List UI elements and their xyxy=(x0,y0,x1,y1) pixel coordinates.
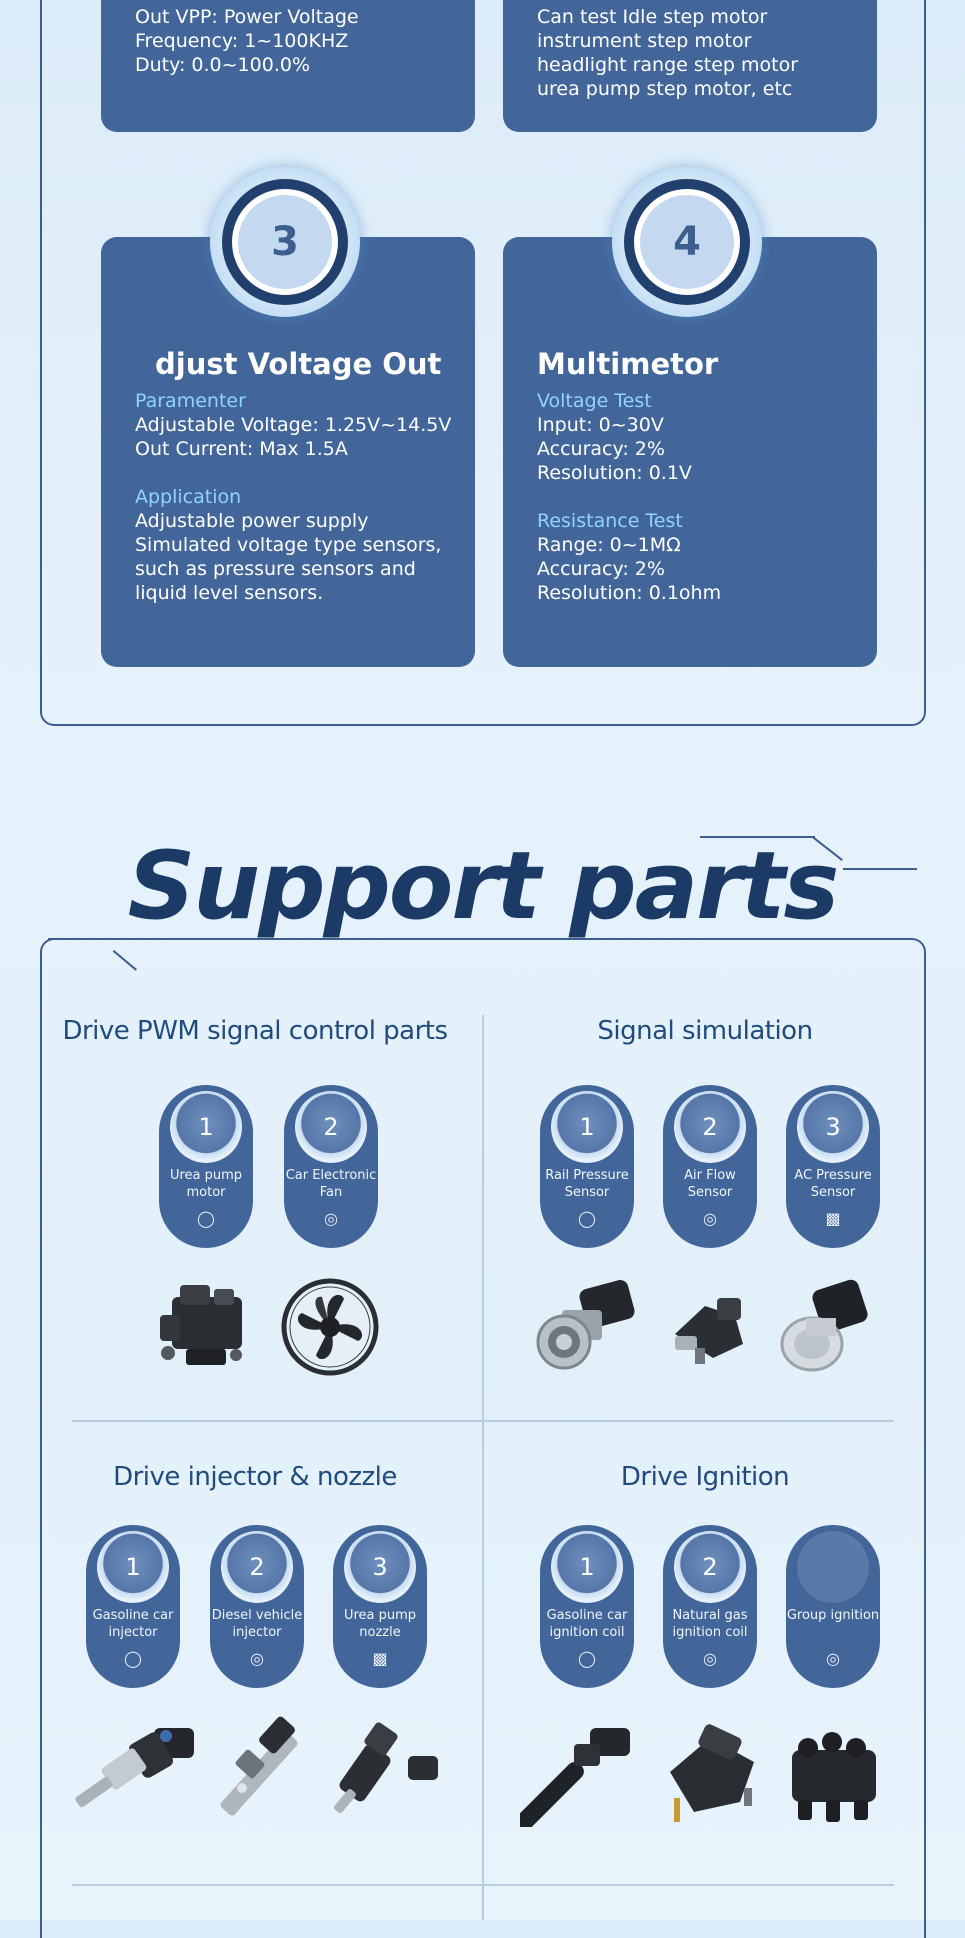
bulb-icon: ◯ xyxy=(197,1209,215,1228)
feature-frame xyxy=(40,0,926,726)
pill-number: 2 xyxy=(221,1531,293,1603)
pill-number: 1 xyxy=(97,1531,169,1603)
air-flow-sensor-image xyxy=(675,1298,743,1364)
electronic-fan-image xyxy=(281,1278,379,1376)
bulb-icon: ◯ xyxy=(578,1209,596,1228)
feature-line: Out VPP: Power Voltage xyxy=(135,6,359,28)
section-divider xyxy=(72,1420,894,1422)
part-pill: 2 Diesel vehicle injector ◎ xyxy=(210,1525,304,1688)
part-pill: 2 Air Flow Sensor ◎ xyxy=(663,1085,757,1248)
resistance-test-label: Resistance Test xyxy=(537,510,683,532)
badge-number: 4 xyxy=(640,195,734,289)
part-pill: 1 Gasoline car injector ◯ xyxy=(86,1525,180,1688)
pill-label: Group ignition xyxy=(786,1608,880,1623)
number-badge: 3 xyxy=(210,167,360,317)
part-pill: 1 Rail Pressure Sensor ◯ xyxy=(540,1085,634,1248)
card-title: Multimetor xyxy=(537,347,719,381)
voltage-line: Accuracy: 2% xyxy=(537,438,665,460)
resistance-line: Resolution: 0.1ohm xyxy=(537,582,722,604)
badge-number: 3 xyxy=(238,195,332,289)
pill-number: 2 xyxy=(295,1091,367,1163)
gasoline-ignition-coil-image xyxy=(520,1728,630,1827)
target-icon: ◎ xyxy=(324,1209,338,1228)
frame-notch xyxy=(48,938,116,940)
pill-number: 1 xyxy=(170,1091,242,1163)
pill-number: 2 xyxy=(674,1091,746,1163)
urea-nozzle-image xyxy=(334,1722,438,1813)
voltage-line: Input: 0~30V xyxy=(537,414,664,436)
application-line: Simulated voltage type sensors, xyxy=(135,534,442,556)
feature-line: instrument step motor xyxy=(537,30,752,52)
part-pill: 2 Car Electronic Fan ◎ xyxy=(284,1085,378,1248)
ac-pressure-sensor-image xyxy=(780,1279,868,1372)
pill-number xyxy=(797,1531,869,1603)
section-heading: Drive Ignition xyxy=(620,1462,790,1492)
natural-gas-ignition-coil-image xyxy=(670,1724,754,1822)
pill-label: AC Pressure Sensor xyxy=(794,1168,872,1200)
part-pill: 3 Urea pump nozzle ▩ xyxy=(333,1525,427,1688)
feature-card-pwm: Out VPP: Power Voltage Frequency: 1~100K… xyxy=(101,0,475,132)
resistance-line: Range: 0~1MΩ xyxy=(537,534,681,556)
pill-label: Diesel vehicle injector xyxy=(211,1608,303,1640)
group-ignition-coil-image xyxy=(792,1732,876,1822)
chart-icon: ▩ xyxy=(825,1209,841,1228)
pill-label: Air Flow Sensor xyxy=(684,1168,736,1200)
diesel-injector-image xyxy=(220,1716,298,1816)
target-icon: ◎ xyxy=(703,1209,717,1228)
pill-label: Gasoline car ignition coil xyxy=(546,1608,628,1640)
param-line: Adjustable Voltage: 1.25V~14.5V xyxy=(135,414,452,436)
target-icon: ◎ xyxy=(703,1649,717,1668)
frame-notch xyxy=(843,868,917,870)
section-divider xyxy=(482,1015,484,1920)
part-pill: Group ignition ◎ xyxy=(786,1525,880,1688)
application-line: Adjustable power supply xyxy=(135,510,369,532)
section-heading: Drive PWM signal control parts xyxy=(62,1016,448,1046)
part-pill: 1 Gasoline car ignition coil ◯ xyxy=(540,1525,634,1688)
application-label: Application xyxy=(135,486,242,508)
target-icon: ◎ xyxy=(250,1649,264,1668)
page-title: Support parts xyxy=(127,832,840,941)
part-pill: 1 Urea pump motor ◯ xyxy=(159,1085,253,1248)
part-pill: 2 Natural gas ignition coil ◎ xyxy=(663,1525,757,1688)
feature-line: Can test Idle step motor xyxy=(537,6,768,28)
feature-line: Duty: 0.0~100.0% xyxy=(135,54,311,76)
pill-label: Natural gas ignition coil xyxy=(672,1608,748,1640)
section-heading: Signal simulation xyxy=(597,1016,813,1046)
target-icon: ◎ xyxy=(826,1649,840,1668)
support-frame xyxy=(40,938,926,1938)
feature-line: urea pump step motor, etc xyxy=(537,78,793,100)
frame-notch xyxy=(700,836,815,838)
gasoline-injector-image xyxy=(75,1728,194,1808)
section-heading: Drive injector & nozzle xyxy=(113,1462,397,1492)
voltage-test-label: Voltage Test xyxy=(537,390,652,412)
pill-number: 2 xyxy=(674,1531,746,1603)
feature-card-step-motor: Can test Idle step motor instrument step… xyxy=(503,0,877,132)
param-line: Out Current: Max 1.5A xyxy=(135,438,348,460)
pill-number: 3 xyxy=(797,1091,869,1163)
application-line: such as pressure sensors and xyxy=(135,558,416,580)
section-divider xyxy=(72,1884,894,1886)
chart-icon: ▩ xyxy=(372,1649,388,1668)
feature-line: headlight range step motor xyxy=(537,54,799,76)
resistance-line: Accuracy: 2% xyxy=(537,558,665,580)
feature-line: Frequency: 1~100KHZ xyxy=(135,30,349,52)
bulb-icon: ◯ xyxy=(124,1649,142,1668)
pill-number: 1 xyxy=(551,1531,623,1603)
param-label: Paramenter xyxy=(135,390,246,412)
pill-label: Urea pump nozzle xyxy=(343,1608,417,1640)
part-pill: 3 AC Pressure Sensor ▩ xyxy=(786,1085,880,1248)
pill-label: Rail Pressure Sensor xyxy=(545,1168,629,1200)
pill-label: Urea pump motor xyxy=(169,1168,243,1200)
pill-number: 1 xyxy=(551,1091,623,1163)
application-line: liquid level sensors. xyxy=(135,582,324,604)
pill-label: Car Electronic Fan xyxy=(285,1168,377,1200)
rail-pressure-sensor-image xyxy=(536,1280,635,1370)
urea-pump-motor-image xyxy=(160,1285,242,1365)
card-title: djust Voltage Out xyxy=(155,347,442,381)
number-badge: 4 xyxy=(612,167,762,317)
pill-label: Gasoline car injector xyxy=(92,1608,174,1640)
bulb-icon: ◯ xyxy=(578,1649,596,1668)
voltage-line: Resolution: 0.1V xyxy=(537,462,692,484)
pill-number: 3 xyxy=(344,1531,416,1603)
